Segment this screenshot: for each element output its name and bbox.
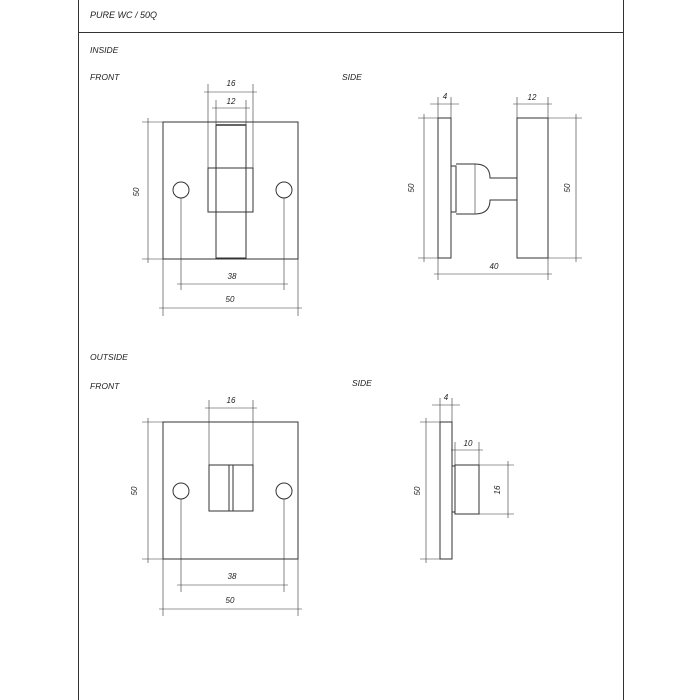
dim-inside-side-depth: 40 (490, 262, 499, 271)
dim-inside-side-height-right: 50 (563, 183, 572, 192)
inside-heading: INSIDE (90, 45, 119, 55)
outside-front-label: FRONT (90, 381, 120, 391)
outside-side-view (420, 398, 514, 563)
outside-front-indicator (208, 464, 254, 512)
frame-left-border (78, 0, 79, 700)
dim-inside-front-inner-width: 12 (227, 97, 236, 106)
outside-side-plate (439, 421, 453, 560)
dim-inside-side-height-left: 50 (407, 183, 416, 192)
inside-side-stem (456, 163, 517, 215)
dim-inside-front-outer-width: 16 (227, 79, 236, 88)
dim-outside-front-indicator-width: 16 (227, 396, 236, 405)
inside-front-label: FRONT (90, 72, 120, 82)
inside-side-collar (450, 165, 457, 213)
inside-side-plate (437, 117, 452, 259)
inside-front-knob (215, 124, 247, 259)
frame-title-divider (78, 32, 624, 33)
inside-front-knob-base (207, 167, 254, 213)
inside-side-label: SIDE (342, 72, 362, 82)
dim-inside-front-hole-spacing: 38 (228, 272, 237, 281)
dim-outside-front-height: 50 (130, 486, 139, 495)
inside-front-view (142, 84, 302, 316)
outside-front-screw-hole-right (275, 482, 293, 500)
dim-inside-front-plate-width: 50 (226, 295, 235, 304)
frame-right-border (623, 0, 624, 700)
dim-outside-side-plate-thickness: 4 (444, 393, 449, 402)
outside-front-view (142, 400, 302, 616)
outside-side-button (454, 464, 480, 515)
dim-outside-front-hole-spacing: 38 (228, 572, 237, 581)
sheet-title: PURE WC / 50Q (90, 10, 158, 20)
inside-side-knob (516, 117, 549, 259)
inside-front-screw-hole-right (275, 181, 293, 199)
dim-outside-side-height: 50 (413, 486, 422, 495)
dim-inside-side-plate-thickness: 4 (443, 92, 448, 101)
outside-side-label: SIDE (352, 378, 372, 388)
inside-front-screw-hole-left (172, 181, 190, 199)
outside-heading: OUTSIDE (90, 352, 128, 362)
outside-front-plate (162, 421, 299, 560)
dim-inside-side-knob-thickness: 12 (528, 93, 537, 102)
dim-outside-front-plate-width: 50 (226, 596, 235, 605)
dim-inside-front-height: 50 (132, 187, 141, 196)
inside-front-plate (162, 121, 299, 260)
inside-side-view (418, 97, 582, 280)
dim-outside-side-button-depth: 10 (464, 439, 473, 448)
dim-outside-side-button-height: 16 (493, 485, 502, 494)
outside-front-screw-hole-left (172, 482, 190, 500)
